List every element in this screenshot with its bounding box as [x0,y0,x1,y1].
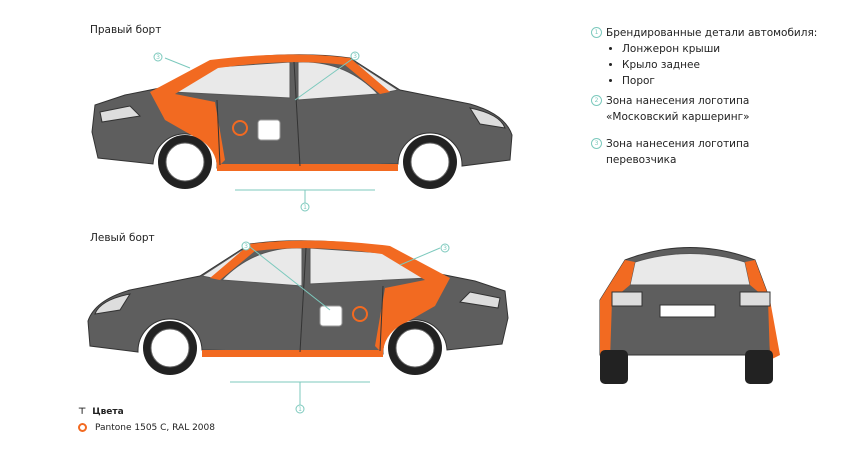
svg-text:1: 1 [298,406,302,413]
right-side-car [91,53,513,190]
paint-roller-icon: ⊤ [78,407,87,417]
left-side-label: Левый борт [90,232,155,244]
svg-text:3: 3 [353,53,357,60]
svg-text:3: 3 [156,54,160,61]
svg-text:1: 1 [303,204,307,211]
legend-item-1: 1 Брендированные детали автомобиля: Лонж… [591,25,818,89]
svg-text:3: 3 [244,243,248,250]
legend-text: Зона нанесения логотипа [606,95,750,107]
orange-circle-icon [78,423,87,432]
legend-text: «Московский каршеринг» [606,111,750,123]
marker-1: 1 [591,27,602,38]
legend-text: перевозчика [606,154,677,166]
legend-text: Зона нанесения логотипа [606,138,750,150]
rear-view-car [599,247,780,384]
svg-text:3: 3 [443,245,447,252]
right-side-label: Правый борт [90,24,162,36]
left-side-car [87,239,509,376]
legend-text: Брендированные детали автомобиля: [606,27,818,39]
list-item: Лонжерон крыши [622,41,817,57]
list-item: Крыло заднее [622,57,817,73]
marker-3: 3 [591,138,602,149]
list-item: Порог [622,73,817,89]
color-swatch: Pantone 1505 C, RAL 2008 [78,423,215,433]
colors-title: ⊤Цвета [78,407,124,417]
legend-item-2: 2 Зона нанесения логотипа «Московский ка… [591,93,750,125]
legend-item-3: 3 Зона нанесения логотипа перевозчика [591,136,750,168]
marker-2: 2 [591,95,602,106]
